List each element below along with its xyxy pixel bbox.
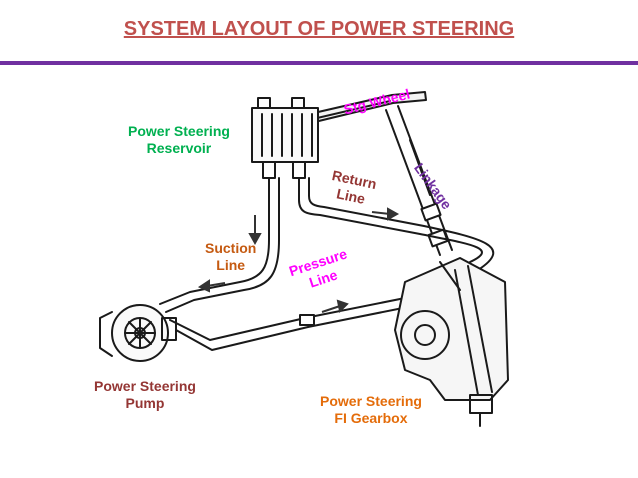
page-title: SYSTEM LAYOUT OF POWER STEERING (123, 18, 515, 40)
pressure-flow-arrow (321, 305, 341, 313)
pressure-line (169, 297, 406, 341)
pump-label: Power Steering Pump (94, 378, 196, 411)
pump (99, 304, 177, 362)
suction-line (159, 177, 270, 305)
return-line (298, 177, 483, 263)
title-divider (0, 61, 638, 65)
gearbox (394, 257, 509, 427)
suction-line-label: Suction Line (205, 240, 257, 273)
reservoir (251, 97, 319, 179)
gearbox-label: Power Steering FI Gearbox (320, 393, 422, 426)
reservoir-label: Power Steering Reservoir (128, 123, 230, 156)
